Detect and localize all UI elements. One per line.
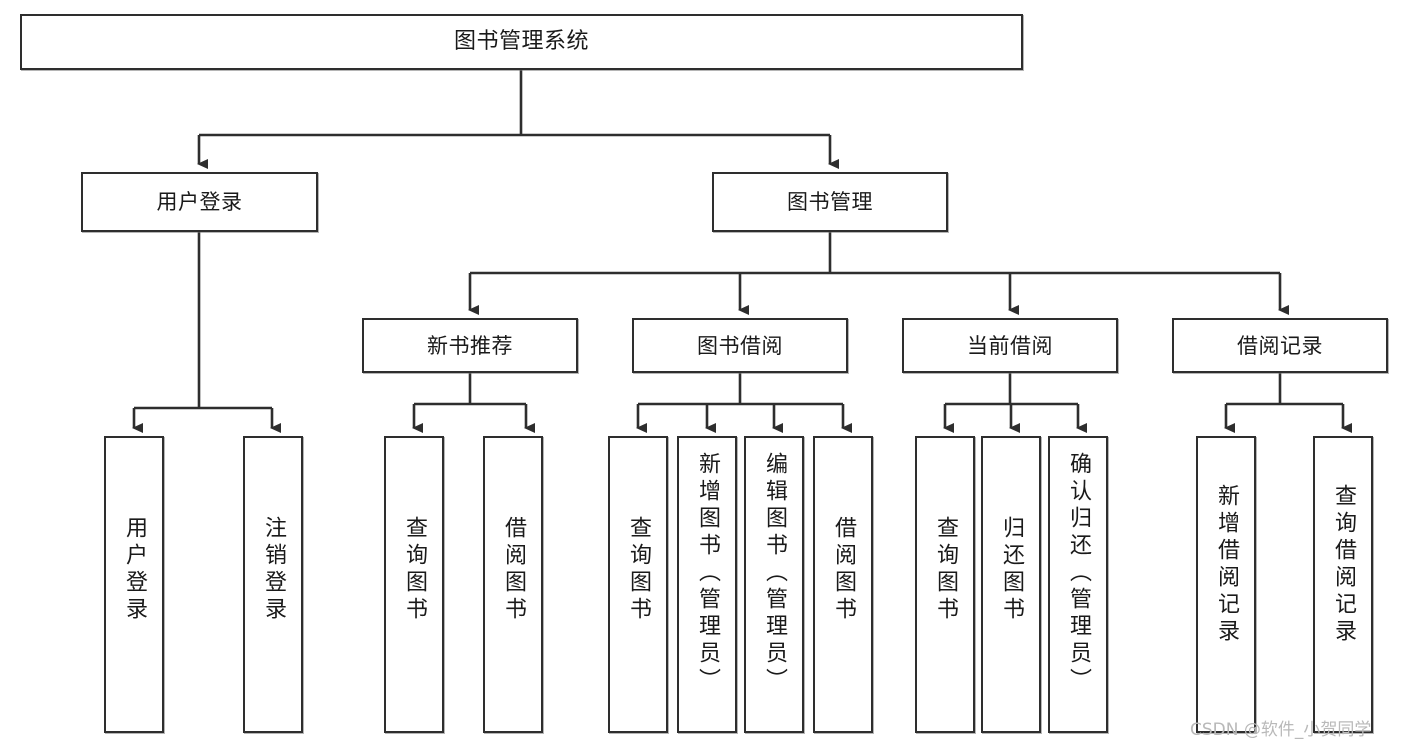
node-label: 确认归还（管理员） (1066, 452, 1091, 695)
node-new-book-recommend[interactable]: 新书推荐 (362, 318, 578, 373)
node-user-login[interactable]: 用户登录 (81, 172, 318, 232)
node-book-borrow[interactable]: 图书借阅 (632, 318, 848, 373)
node-label: 用户登录 (122, 516, 147, 624)
node-label: 新增借阅记录 (1214, 484, 1239, 646)
leaf-return-book[interactable]: 归还图书 (981, 436, 1041, 733)
leaf-confirm-return-admin[interactable]: 确认归还（管理员） (1048, 436, 1108, 733)
csdn-watermark: CSDN @软件_小贺同学 (1190, 720, 1372, 740)
node-label: 用户登录 (156, 190, 243, 214)
node-label: 借阅图书 (501, 516, 526, 624)
node-label: 新增图书（管理员） (695, 452, 720, 695)
leaf-query-borrow-record[interactable]: 查询借阅记录 (1313, 436, 1373, 733)
node-label: 查询图书 (626, 516, 651, 624)
node-label: 图书管理系统 (453, 29, 589, 54)
leaf-add-book-admin[interactable]: 新增图书（管理员） (677, 436, 737, 733)
node-label: 注销登录 (261, 516, 286, 624)
node-label: 当前借阅 (967, 333, 1053, 358)
node-label: 查询借阅记录 (1331, 484, 1356, 646)
leaf-edit-book-admin[interactable]: 编辑图书（管理员） (744, 436, 804, 733)
node-current-borrow[interactable]: 当前借阅 (902, 318, 1118, 373)
leaf-add-borrow-record[interactable]: 新增借阅记录 (1196, 436, 1256, 733)
leaf-user-login[interactable]: 用户登录 (104, 436, 164, 733)
node-label: 查询图书 (933, 516, 958, 624)
leaf-logout-login[interactable]: 注销登录 (243, 436, 303, 733)
node-book-management[interactable]: 图书管理 (712, 172, 948, 232)
node-label: 归还图书 (999, 516, 1024, 624)
node-label: 借阅图书 (831, 516, 856, 624)
node-label: 图书借阅 (697, 333, 783, 358)
leaf-borrow-book-borrow[interactable]: 借阅图书 (813, 436, 873, 733)
node-label: 新书推荐 (427, 333, 513, 358)
leaf-query-book-current[interactable]: 查询图书 (915, 436, 975, 733)
node-label: 查询图书 (402, 516, 427, 624)
node-label: 编辑图书（管理员） (762, 452, 787, 695)
node-label: 图书管理 (787, 190, 873, 214)
node-label: 借阅记录 (1237, 333, 1323, 358)
node-borrow-record[interactable]: 借阅记录 (1172, 318, 1388, 373)
leaf-borrow-book-recommend[interactable]: 借阅图书 (483, 436, 543, 733)
leaf-query-book-borrow[interactable]: 查询图书 (608, 436, 668, 733)
leaf-query-book-recommend[interactable]: 查询图书 (384, 436, 444, 733)
node-root-book-management-system[interactable]: 图书管理系统 (20, 14, 1023, 70)
